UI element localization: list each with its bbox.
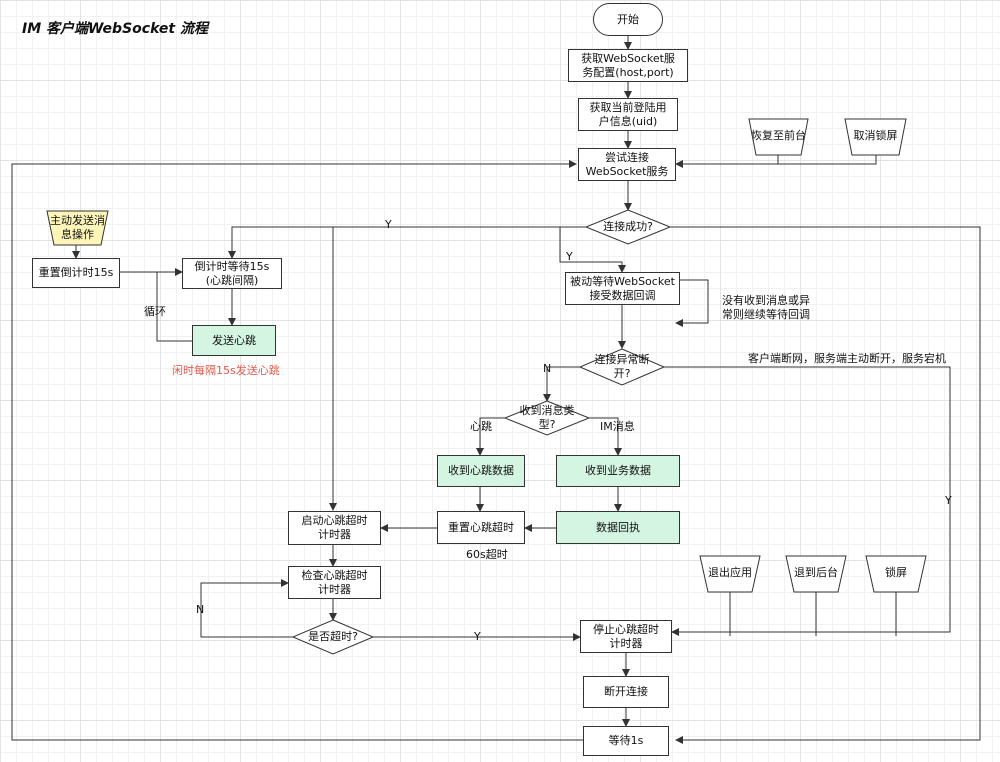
decision-msg-type bbox=[503, 400, 591, 436]
is-timeout-label: 是否超时? bbox=[308, 630, 358, 643]
edge-label-n-disconnect: N bbox=[543, 362, 552, 375]
passive-wait-node: 被动等待WebSocket 接受数据回调 bbox=[565, 272, 680, 305]
send-heartbeat-label: 发送心跳 bbox=[212, 333, 256, 347]
resume-label: 恢复至前台 bbox=[751, 129, 806, 142]
edge-label-n-loop: N bbox=[196, 603, 205, 616]
recv-business-label: 收到业务数据 bbox=[585, 464, 651, 477]
edge-label-y-left: Y bbox=[385, 218, 392, 231]
wait-1s-label: 等待1s bbox=[608, 734, 644, 747]
edge-label-y-right: Y bbox=[945, 494, 952, 507]
resume-shape bbox=[748, 118, 809, 156]
connector-lines bbox=[11, 36, 981, 744]
edge-label-loop: 循环 bbox=[144, 305, 166, 318]
reset-timeout-node: 重置心跳超时 bbox=[437, 511, 525, 544]
disconnect-node: 断开连接 bbox=[583, 676, 669, 708]
edge-label-60s-timeout: 60s超时 bbox=[466, 548, 508, 561]
stop-timer-label: 停止心跳超时 计时器 bbox=[593, 622, 659, 650]
countdown-wait-node: 倒计时等待15s (心跳间隔) bbox=[182, 258, 282, 289]
recv-heartbeat-node: 收到心跳数据 bbox=[437, 455, 525, 487]
to-background-shape bbox=[785, 555, 847, 593]
cancel-lock-shape bbox=[844, 118, 907, 156]
exit-app-shape bbox=[699, 555, 761, 593]
get-user-label: 获取当前登陆用 户信息(uid) bbox=[589, 100, 667, 128]
edge-label-no-callback: 没有收到消息或异 常则继续等待回调 bbox=[722, 294, 810, 321]
try-connect-label: 尝试连接 WebSocket服务 bbox=[585, 150, 669, 178]
exit-app-label: 退出应用 bbox=[708, 566, 752, 579]
active-send-shape bbox=[46, 210, 109, 246]
recv-business-node: 收到业务数据 bbox=[556, 455, 680, 487]
reset-countdown-node: 重置倒计时15s bbox=[32, 258, 120, 288]
start-timer-node: 启动心跳超时 计时器 bbox=[288, 511, 381, 545]
disconnect-label: 断开连接 bbox=[604, 685, 648, 698]
connect-success-label: 连接成功? bbox=[603, 220, 653, 233]
send-heartbeat-node: 发送心跳 bbox=[192, 325, 276, 356]
start-timer-label: 启动心跳超时 计时器 bbox=[301, 514, 368, 541]
msg-type-label: 收到消息类 型? bbox=[519, 404, 575, 431]
edge-label-client-reasons: 客户端断网，服务端主动断开，服务宕机 bbox=[748, 352, 946, 365]
to-background-label: 退到后台 bbox=[794, 566, 838, 579]
data-ack-node: 数据回执 bbox=[556, 511, 680, 544]
reset-countdown-label: 重置倒计时15s bbox=[38, 266, 114, 279]
lock-screen-shape bbox=[865, 555, 927, 593]
active-send-label: 主动发送消 息操作 bbox=[50, 214, 105, 241]
get-user-node: 获取当前登陆用 户信息(uid) bbox=[578, 98, 678, 131]
edge-label-heartbeat: 心跳 bbox=[470, 420, 492, 433]
get-config-label: 获取WebSocket服 务配置(host,port) bbox=[581, 51, 675, 79]
recv-heartbeat-label: 收到心跳数据 bbox=[448, 464, 514, 477]
decision-disconnected bbox=[578, 348, 666, 386]
idle-heartbeat-note: 闲时每隔15s发送心跳 bbox=[172, 364, 280, 377]
countdown-wait-label: 倒计时等待15s (心跳间隔) bbox=[194, 259, 270, 287]
check-timer-node: 检查心跳超时 计时器 bbox=[288, 566, 381, 599]
stop-timer-node: 停止心跳超时 计时器 bbox=[580, 620, 672, 653]
lock-screen-label: 锁屏 bbox=[885, 566, 907, 579]
check-timer-label: 检查心跳超时 计时器 bbox=[301, 568, 368, 596]
diagram-title: IM 客户端WebSocket 流程 bbox=[22, 21, 208, 37]
edge-label-y-timeout: Y bbox=[474, 630, 481, 643]
edge-label-y-passive: Y bbox=[566, 250, 573, 263]
disconnected-label: 连接异常断 开? bbox=[594, 353, 650, 380]
try-connect-node: 尝试连接 WebSocket服务 bbox=[578, 148, 676, 181]
decision-is-timeout bbox=[291, 619, 375, 655]
edge-label-im-message: IM消息 bbox=[600, 420, 635, 433]
wait-1s-node: 等待1s bbox=[583, 726, 669, 756]
data-ack-label: 数据回执 bbox=[596, 520, 640, 534]
get-config-node: 获取WebSocket服 务配置(host,port) bbox=[568, 49, 688, 82]
cancel-lock-label: 取消锁屏 bbox=[853, 129, 898, 142]
reset-timeout-label: 重置心跳超时 bbox=[448, 520, 514, 534]
start-node: 开始 bbox=[593, 3, 663, 36]
start-label: 开始 bbox=[617, 12, 639, 26]
passive-wait-label: 被动等待WebSocket 接受数据回调 bbox=[570, 274, 675, 302]
decision-connect-success bbox=[584, 209, 672, 245]
